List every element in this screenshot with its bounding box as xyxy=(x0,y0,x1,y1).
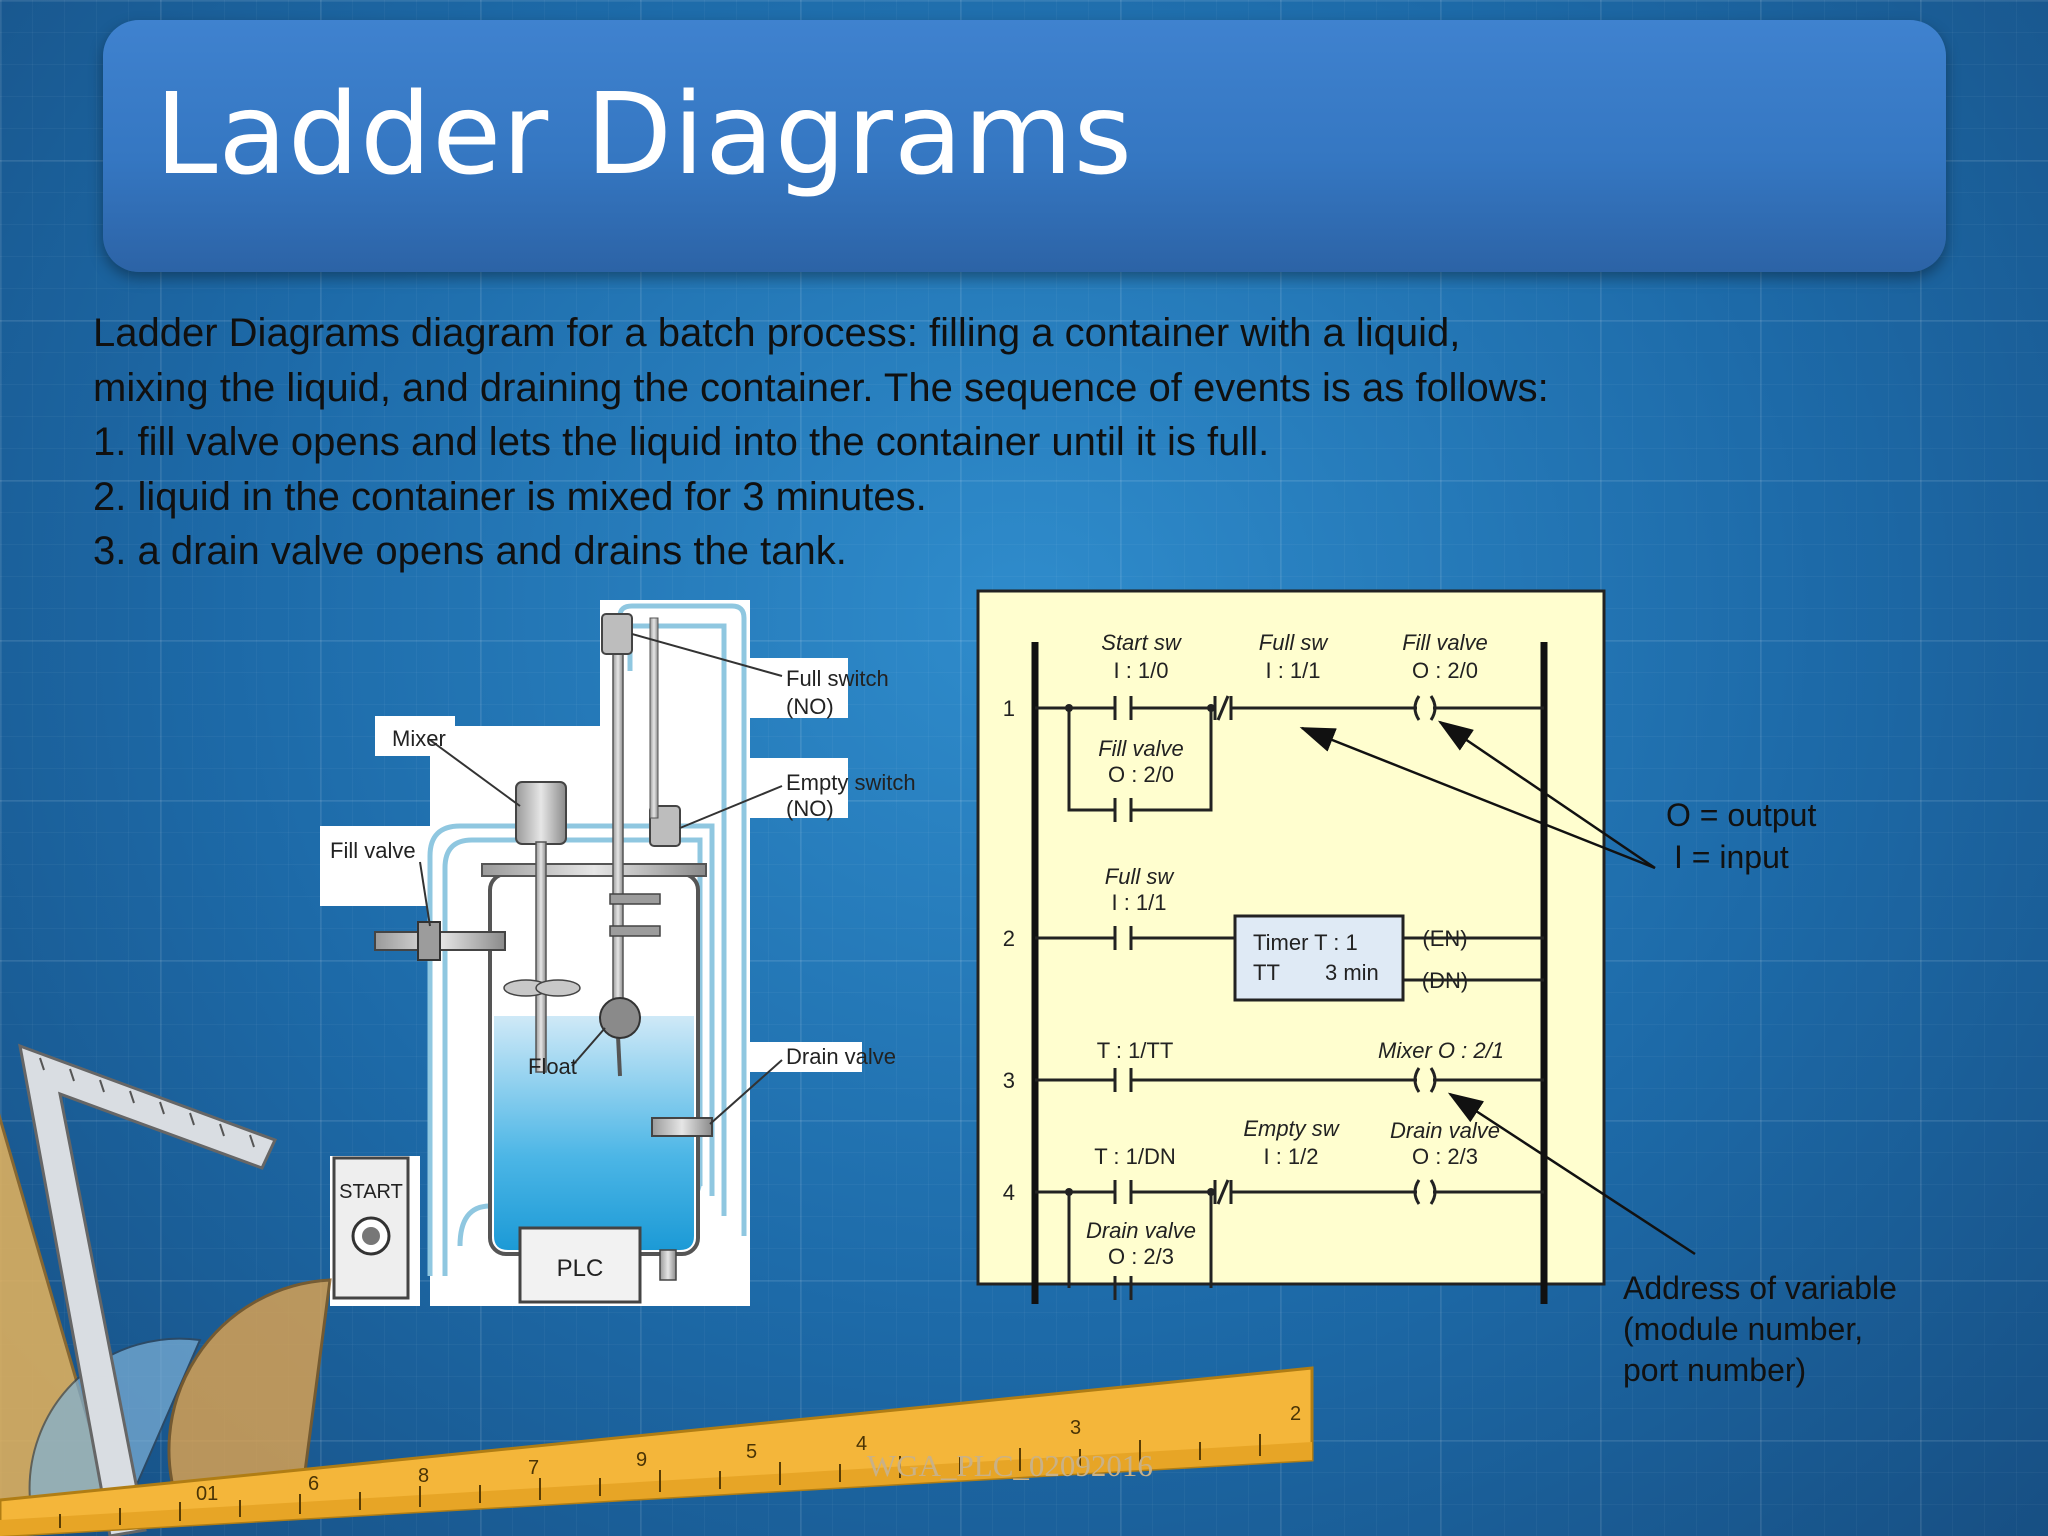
drain-valve-body xyxy=(651,1117,713,1137)
rung-wiring xyxy=(1035,695,1544,1300)
float-label: Float xyxy=(528,1054,577,1079)
junction-dot xyxy=(1065,1188,1073,1196)
legend-address-3: port number) xyxy=(1623,1352,1807,1388)
page-title: Ladder Diagrams xyxy=(155,70,1133,200)
full-switch-label: Full switch xyxy=(786,666,889,691)
ruler-number: 9 xyxy=(636,1449,647,1471)
intro-line-5: 3. a drain valve opens and drains the ta… xyxy=(93,529,847,573)
ladder-diagram: 1 2 3 4 Start sw I : 1/0 Full sw I : 1/1… xyxy=(976,589,1606,1304)
timer-dn-contact: T : 1/DN xyxy=(1094,1144,1176,1169)
legend-address-2: (module number, xyxy=(1623,1311,1864,1347)
float-bracket xyxy=(609,925,661,937)
switch-rod xyxy=(649,617,659,819)
mixer-shaft xyxy=(535,841,547,1073)
illustration-background xyxy=(320,826,460,906)
legend-output: O = output xyxy=(1666,797,1817,833)
intro-line-4: 2. liquid in the container is mixed for … xyxy=(93,475,927,519)
rung-number: 4 xyxy=(1003,1180,1015,1205)
full-sw-name: Full sw xyxy=(1259,630,1330,655)
full-sw-name: Full sw xyxy=(1105,864,1176,889)
rung-number: 3 xyxy=(1003,1068,1015,1093)
timer-label: Timer T : 1 xyxy=(1253,930,1358,955)
start-sw-address: I : 1/0 xyxy=(1113,658,1168,683)
empty-sw-name: Empty sw xyxy=(1243,1116,1340,1141)
output-arrow xyxy=(1437,720,1656,870)
intro-line-2: mixing the liquid, and draining the cont… xyxy=(93,366,1549,410)
mixer-coil-label: Mixer O : 2/1 xyxy=(1378,1038,1504,1063)
drain-valve-seal-address: O : 2/3 xyxy=(1108,1244,1174,1269)
ruler-number: 4 xyxy=(856,1433,867,1455)
ruler-number: 6 xyxy=(308,1473,319,1495)
drain-pipe xyxy=(659,1249,677,1281)
protractor xyxy=(167,1278,332,1512)
liquid xyxy=(494,1016,694,1250)
ruler-edge xyxy=(0,1442,1312,1536)
fill-valve-seal-name: Fill valve xyxy=(1098,736,1184,761)
empty-sw-address: I : 1/2 xyxy=(1263,1144,1318,1169)
drain-valve-seal-name: Drain valve xyxy=(1086,1218,1196,1243)
title-banner xyxy=(103,20,1946,272)
empty-switch-type: (NO) xyxy=(786,796,834,821)
fill-valve-name: Fill valve xyxy=(1402,630,1488,655)
legend-address-1: Address of variable xyxy=(1623,1270,1897,1306)
full-switch-type: (NO) xyxy=(786,694,834,719)
intro-line-3: 1. fill valve opens and lets the liquid … xyxy=(93,420,1270,464)
ruler-number: 8 xyxy=(418,1465,429,1487)
ruler-number: 01 xyxy=(196,1483,218,1505)
timer-en: (EN) xyxy=(1422,926,1467,951)
drafting-tools-decoration: 01 6 8 7 9 5 4 3 2 xyxy=(0,1043,1314,1536)
timer-preset: 3 min xyxy=(1325,960,1379,985)
address-arrow xyxy=(1447,1092,1696,1256)
ruler-number: 2 xyxy=(1290,1403,1301,1425)
legend-input: I = input xyxy=(1674,839,1789,875)
fill-valve-address: O : 2/0 xyxy=(1412,658,1478,683)
ruler-number: 3 xyxy=(1070,1417,1081,1439)
drain-valve-address: O : 2/3 xyxy=(1412,1144,1478,1169)
mixer-blade xyxy=(535,979,581,997)
start-sw-name: Start sw xyxy=(1101,630,1183,655)
leader-lines xyxy=(419,633,783,1125)
drain-valve-label: Drain valve xyxy=(786,1044,896,1069)
ruler-ticks xyxy=(59,1434,1261,1528)
float-bracket xyxy=(609,893,661,905)
illustration-background xyxy=(750,1042,862,1072)
illustration-background xyxy=(750,658,848,718)
illustration-background xyxy=(750,758,848,818)
rung-number: 2 xyxy=(1003,926,1015,951)
footer-watermark: WGA_PLC_02092016 xyxy=(867,1448,1153,1483)
input-arrow xyxy=(1299,726,1656,870)
plc-label: PLC xyxy=(557,1255,604,1282)
ruler-number: 7 xyxy=(528,1457,539,1479)
ruler-number: 5 xyxy=(746,1441,757,1463)
empty-switch-label: Empty switch xyxy=(786,770,916,795)
junction-dot xyxy=(1207,704,1215,712)
fill-valve-label: Fill valve xyxy=(330,838,416,863)
l-square xyxy=(18,1043,278,1536)
start-label: START xyxy=(339,1181,403,1203)
timer-tt-contact: T : 1/TT xyxy=(1097,1038,1174,1063)
junction-dot xyxy=(1207,1188,1215,1196)
timer-tt: TT xyxy=(1253,960,1280,985)
full-sw-address: I : 1/1 xyxy=(1265,658,1320,683)
rung-number: 1 xyxy=(1003,696,1015,721)
mixer-label: Mixer xyxy=(392,726,446,751)
junction-dot xyxy=(1065,704,1073,712)
timer-dn: (DN) xyxy=(1422,968,1468,993)
full-sw-address: I : 1/1 xyxy=(1111,890,1166,915)
batch-process-illustration: START PLC Full switch (NO) Empty switch … xyxy=(320,600,916,1306)
float-ball xyxy=(599,997,641,1039)
timer-block xyxy=(1233,914,1405,1002)
plc-box xyxy=(518,1226,642,1304)
start-button-center xyxy=(362,1227,380,1245)
intro-line-1: Ladder Diagrams diagram for a batch proc… xyxy=(93,311,1461,355)
fill-valve-seal-address: O : 2/0 xyxy=(1108,762,1174,787)
l-square-ticks xyxy=(39,1057,255,1148)
